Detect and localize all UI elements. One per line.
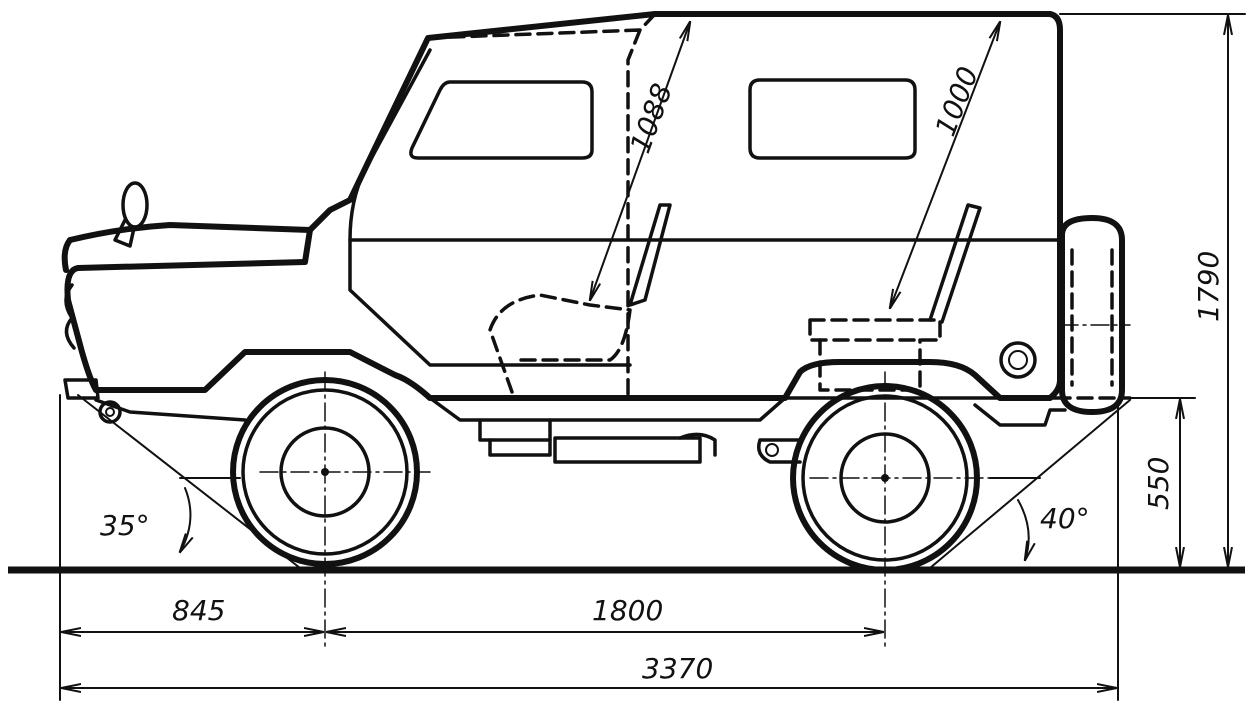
front-seat-diag-label: 1088 xyxy=(624,79,679,157)
front-wheel xyxy=(230,377,431,567)
rear-seat-diag-dim xyxy=(890,22,1000,308)
height-label: 1790 xyxy=(1192,251,1225,322)
rear-seat-diag-label: 1000 xyxy=(929,62,985,140)
approach-angle-label: 35° xyxy=(100,509,150,542)
overall-length-label: 3370 xyxy=(642,652,713,685)
wheelbase-label: 1800 xyxy=(592,594,663,627)
clearance-label: 550 xyxy=(1142,457,1175,510)
approach-angle-lines xyxy=(77,394,301,569)
front-tow-bracket xyxy=(94,398,247,424)
front-overhang-label: 845 xyxy=(172,594,225,627)
front-seat-diag-dim xyxy=(590,22,690,300)
spare-wheel xyxy=(1059,215,1131,415)
departure-angle-label: 40° xyxy=(1040,502,1090,535)
departure-angle-lines xyxy=(929,399,1131,569)
